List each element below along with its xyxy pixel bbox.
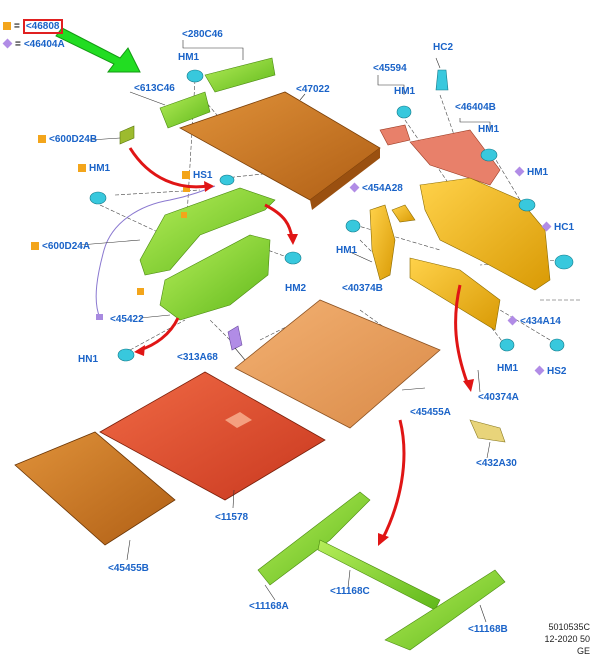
- orange-square-icon: [3, 22, 11, 30]
- orange-square-icon: [31, 242, 39, 250]
- legend-diamond-row: =<46404A: [2, 38, 65, 50]
- orange-square-icon: [78, 164, 86, 172]
- rail-part-46404B: [409, 129, 501, 186]
- label-hc1-text: HC1: [554, 222, 575, 233]
- label-hm1-e[interactable]: HM1: [514, 166, 549, 178]
- purple-diamond-icon: [507, 315, 518, 326]
- label-hm1-d[interactable]: HM1: [478, 124, 500, 135]
- red-arrows: [128, 147, 470, 541]
- label-432A30[interactable]: <432A30: [476, 458, 517, 469]
- label-434A14-text: <434A14: [520, 316, 561, 327]
- legend-diamond-part[interactable]: <46404A: [23, 39, 65, 50]
- legend-equals: =: [14, 21, 20, 32]
- bracket-313A68: [227, 325, 243, 351]
- label-313A68[interactable]: <313A68: [177, 352, 218, 363]
- label-613C46[interactable]: <613C46: [134, 83, 175, 94]
- label-hm1-c[interactable]: HM1: [394, 86, 416, 97]
- wire-harness: [95, 185, 216, 319]
- floor-handle: [225, 412, 252, 428]
- floor-panel-11578: [99, 371, 326, 501]
- label-hm1-a[interactable]: HM1: [178, 52, 200, 63]
- orange-square-icon: [38, 135, 46, 143]
- purple-diamond-icon: [534, 365, 545, 376]
- label-46404B[interactable]: <46404B: [455, 102, 496, 113]
- label-600D24A[interactable]: <600D24A: [31, 241, 90, 252]
- legend-square-row: =<46808: [3, 19, 63, 34]
- legend-square-part[interactable]: <46808: [22, 19, 63, 34]
- label-45422[interactable]: <45422: [110, 314, 144, 325]
- load-floor-45455A: [234, 299, 441, 429]
- purple-diamond-icon: [2, 38, 13, 49]
- purple-diamond-icon: [349, 182, 360, 193]
- label-hm1-b-text: HM1: [89, 163, 111, 174]
- label-hs2[interactable]: HS2: [534, 365, 567, 377]
- label-hc1[interactable]: HC1: [541, 221, 575, 233]
- label-454A28-text: <454A28: [362, 183, 403, 194]
- label-600D24B-text: <600D24B: [49, 134, 98, 145]
- footer-code: 5010535C: [548, 622, 590, 632]
- yellow-trim-parts: [369, 177, 551, 443]
- label-hs1-text: HS1: [193, 170, 213, 181]
- label-11578[interactable]: <11578: [215, 512, 249, 523]
- clip-fasteners: [89, 69, 574, 362]
- legend-equals-2: =: [15, 39, 21, 50]
- label-hm2[interactable]: HM2: [285, 283, 307, 294]
- label-11168B[interactable]: <11168B: [468, 624, 508, 635]
- inline-markers: [137, 185, 190, 295]
- label-hn1[interactable]: HN1: [78, 354, 99, 365]
- label-45455B[interactable]: <45455B: [108, 563, 149, 574]
- label-11168A[interactable]: <11168A: [249, 601, 289, 612]
- red-arrow-heads: [134, 181, 474, 546]
- footer-date: 12-2020 50: [544, 634, 590, 644]
- label-454A28[interactable]: <454A28: [349, 182, 403, 194]
- label-hm1-e-text: HM1: [527, 167, 549, 178]
- label-40374B[interactable]: <40374B: [342, 283, 383, 294]
- mat-45455B: [14, 431, 176, 546]
- purple-diamond-icon: [514, 166, 525, 177]
- label-45594[interactable]: <45594: [373, 63, 407, 74]
- wire-connector: [96, 314, 103, 320]
- label-280C46[interactable]: <280C46: [182, 29, 223, 40]
- label-11168C[interactable]: <11168C: [330, 586, 370, 597]
- label-hs2-text: HS2: [547, 366, 567, 377]
- label-434A14[interactable]: <434A14: [507, 315, 561, 327]
- load-cover-edge: [310, 148, 380, 210]
- rail-part-45594: [379, 124, 411, 146]
- label-47022[interactable]: <47022: [296, 84, 330, 95]
- label-600D24A-text: <600D24A: [42, 241, 91, 252]
- green-trim-parts: [119, 57, 506, 651]
- label-hs1[interactable]: HS1: [182, 170, 212, 181]
- label-connectors: [79, 40, 491, 623]
- label-hm1-b[interactable]: HM1: [78, 163, 110, 174]
- footer-region: GE: [576, 646, 590, 656]
- label-600D24B[interactable]: <600D24B: [38, 134, 97, 145]
- purple-diamond-icon: [541, 221, 552, 232]
- orange-square-icon: [182, 171, 190, 179]
- label-hm1-f[interactable]: HM1: [336, 245, 358, 256]
- label-40374A[interactable]: <40374A: [478, 392, 519, 403]
- label-hm1-g[interactable]: HM1: [497, 363, 519, 374]
- label-hc2[interactable]: HC2: [433, 42, 454, 53]
- label-45455A[interactable]: <45455A: [410, 407, 451, 418]
- green-pointer-arrow: [55, 27, 141, 73]
